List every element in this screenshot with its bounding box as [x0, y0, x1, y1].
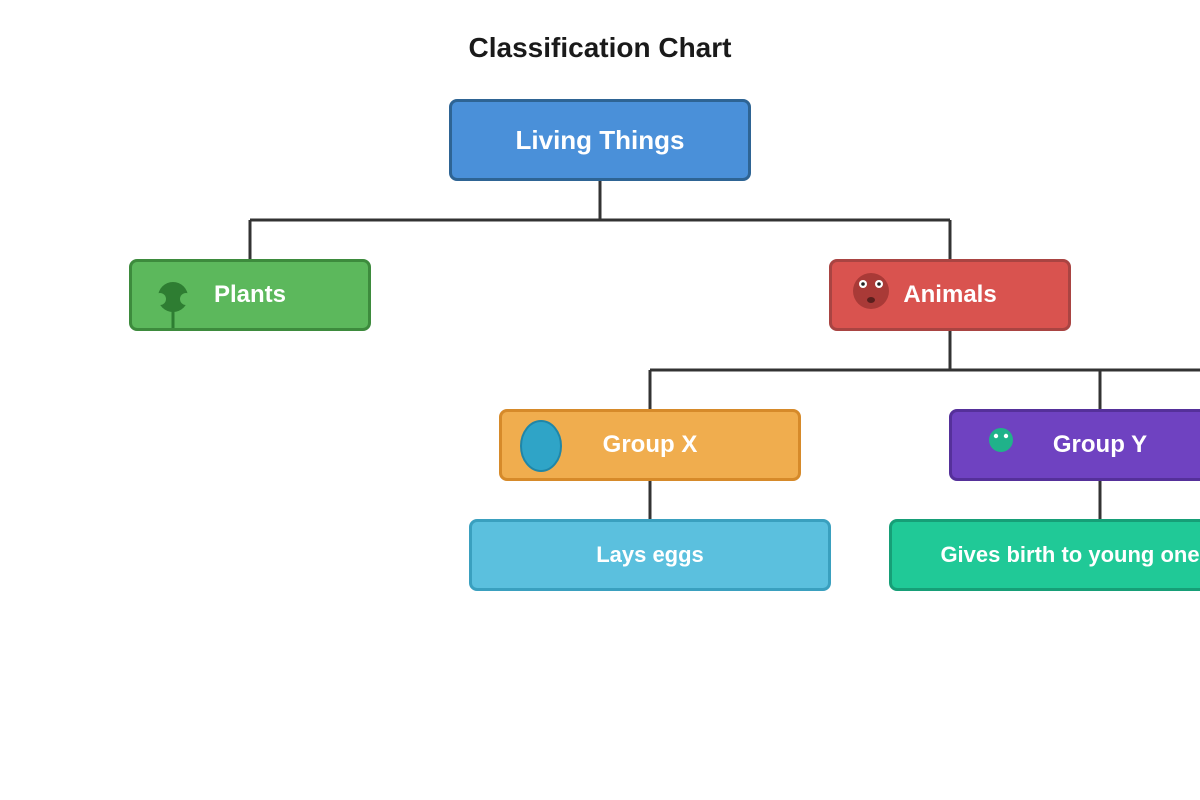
creature-icon [989, 428, 1013, 452]
page-title: Classification Chart [468, 32, 732, 63]
node-living-things[interactable]: Living Things [449, 99, 751, 181]
node-label: Gives birth to young one [940, 542, 1200, 567]
node-label: Group X [602, 431, 698, 458]
node-label: Group Y [1052, 431, 1148, 458]
node-label: Animals [903, 281, 997, 308]
animal-face-icon [853, 273, 889, 309]
node-animals[interactable]: Animals [829, 259, 1071, 331]
node-gives-birth[interactable]: Gives birth to young one [889, 519, 1200, 591]
plant-icon [154, 282, 192, 328]
egg-icon [520, 420, 562, 472]
node-label: Lays eggs [596, 542, 704, 567]
node-label: Plants [213, 281, 287, 308]
node-label: Living Things [515, 124, 685, 155]
node-group-y[interactable]: Group Y [949, 409, 1200, 481]
node-lays-eggs[interactable]: Lays eggs [469, 519, 831, 591]
node-group-x[interactable]: Group X [499, 409, 801, 481]
node-plants[interactable]: Plants [129, 259, 371, 331]
